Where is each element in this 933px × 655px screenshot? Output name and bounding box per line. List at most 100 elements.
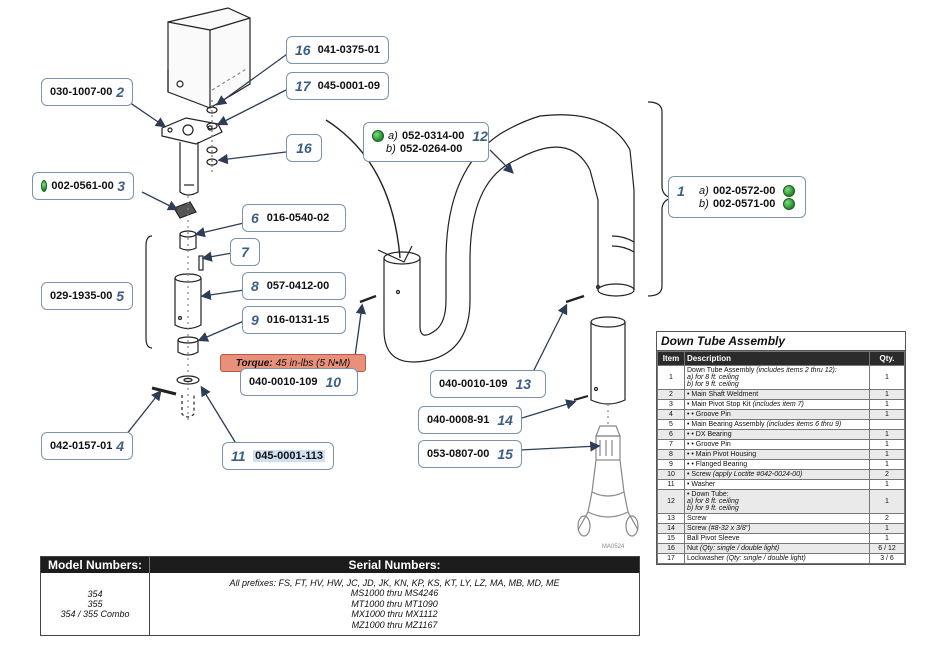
part-number: 040-0010-109 [249, 376, 318, 388]
row-item: 8 [657, 449, 685, 460]
light-head-pivot [577, 425, 639, 537]
option-label: b) [699, 197, 709, 210]
description-sub: b) for 9 ft. ceiling [687, 505, 739, 512]
row-qty: 2 [869, 469, 905, 480]
description-note: (Qty: single / double light) [726, 555, 806, 562]
row-item: 11 [657, 479, 685, 490]
row-description: Nut (Qty: single / double light) [684, 543, 870, 554]
model-number: 354 / 355 Combo [60, 609, 130, 619]
row-qty: 1 [869, 365, 905, 390]
callout-number: 6 [251, 210, 259, 226]
callout-4: 042-0157-01 4 [41, 432, 133, 460]
callout-1: 1 a) 002-0572-00 b) 002-0571-00 [668, 176, 806, 218]
model-list: 354 355 354 / 355 Combo [41, 573, 150, 635]
screw-13 [565, 294, 585, 304]
row-item: 5 [657, 419, 685, 430]
description-note: (#8-32 x 3/8") [708, 525, 751, 532]
callout-14: 040-0008-91 14 [418, 406, 522, 434]
description-text: • • Main Pivot Housing [687, 451, 757, 458]
torque-value: 45 in-lbs (5 N•M) [275, 357, 351, 369]
part-number: 045-0001-113 [253, 450, 325, 462]
row-qty: 1 [869, 409, 905, 420]
part-number: 057-0412-00 [266, 280, 330, 292]
part-number: 040-0010-109 [439, 378, 508, 390]
part-number: 016-0540-02 [266, 212, 330, 224]
table-row: 10• Screw (apply Loctite #042-0024-00)2 [657, 469, 905, 480]
row-description: • Washer [684, 479, 870, 490]
part-number: 016-0131-15 [266, 314, 330, 326]
serial-line: MS1000 thru MS4246 [350, 588, 439, 599]
callout-number: 16 [295, 42, 311, 58]
callout-15: 053-0807-00 15 [418, 440, 522, 468]
description-note: (includes item 7) [752, 401, 804, 408]
down-tube [383, 114, 635, 363]
callout-16b: 16 [286, 134, 322, 162]
callout-number: 14 [497, 412, 513, 428]
callout-number: 15 [497, 446, 513, 462]
row-qty: 1 [869, 439, 905, 450]
description-sub: a) for 8 ft. ceiling [687, 374, 739, 381]
description-note: (includes items 2 thru 12): [756, 367, 837, 374]
description-text: Screw [687, 525, 707, 532]
callout-number: 3 [117, 178, 125, 194]
model-serial-table: Model Numbers: Serial Numbers: 354 355 3… [40, 556, 640, 636]
description-text: • Main Shaft Weldment [687, 391, 759, 398]
row-description: • Main Shaft Weldment [684, 389, 870, 400]
model-numbers-header: Model Numbers: [41, 557, 150, 573]
serial-line: MT1000 thru MT1090 [351, 598, 438, 609]
row-qty [869, 419, 905, 430]
pivot-stop [173, 201, 197, 219]
parts-table: Down Tube Assembly Item Description Qty.… [656, 331, 906, 565]
row-qty: 1 [869, 533, 905, 544]
green-dot-icon [783, 184, 796, 197]
row-item: 12 [657, 489, 685, 514]
model-number: 355 [87, 599, 103, 609]
row-qty: 1 [869, 489, 905, 514]
callout-number: 12 [472, 127, 488, 144]
callout-number: 10 [325, 374, 342, 390]
serial-line: MX1000 thru MX1112 [351, 609, 438, 620]
callout-7: 7 [230, 238, 260, 266]
main-pivot-housing [174, 273, 202, 330]
description-text: Screw [687, 515, 707, 522]
table-row: 5• Main Bearing Assembly (includes items… [657, 419, 905, 430]
row-description: • Screw (apply Loctite #042-0024-00) [684, 469, 870, 480]
main-shaft-weldment [161, 117, 223, 196]
callout-number: 7 [241, 244, 249, 260]
ball-pivot-sleeve [590, 316, 626, 405]
description-text: Ball Pivot Sleeve [687, 535, 740, 542]
description-text: • Down Tube: [687, 491, 729, 498]
green-dot-icon [41, 180, 48, 192]
green-dot-icon [783, 197, 796, 210]
description-text: • • DX Bearing [687, 431, 732, 438]
part-number-b: 002-0571-00 [713, 197, 776, 210]
row-qty: 1 [869, 429, 905, 440]
parts-table-title: Down Tube Assembly [657, 332, 905, 351]
part-number: 040-0008-91 [427, 414, 490, 426]
part-number: 041-0375-01 [317, 44, 380, 56]
row-description: • • Flanged Bearing [684, 459, 870, 470]
callout-8: 8 057-0412-00 [242, 272, 346, 300]
option-label: b) [386, 142, 396, 155]
row-description: Ball Pivot Sleeve [684, 533, 870, 544]
option-label: a) [699, 184, 709, 197]
part-number: 042-0157-01 [50, 440, 113, 452]
bracket-item-5 [145, 235, 153, 349]
callout-number: 1 [677, 182, 685, 199]
part-number: 045-0001-09 [317, 80, 380, 92]
row-item: 6 [657, 429, 685, 440]
groove-pin-7 [198, 255, 204, 271]
callout-9: 9 016-0131-15 [242, 306, 346, 334]
torque-label: Torque: [235, 357, 273, 369]
description-text: • • Groove Pin [687, 411, 731, 418]
row-description: • Main Pivot Stop Kit (includes item 7) [684, 399, 870, 410]
serial-line: MZ1000 thru MZ1167 [351, 619, 438, 630]
